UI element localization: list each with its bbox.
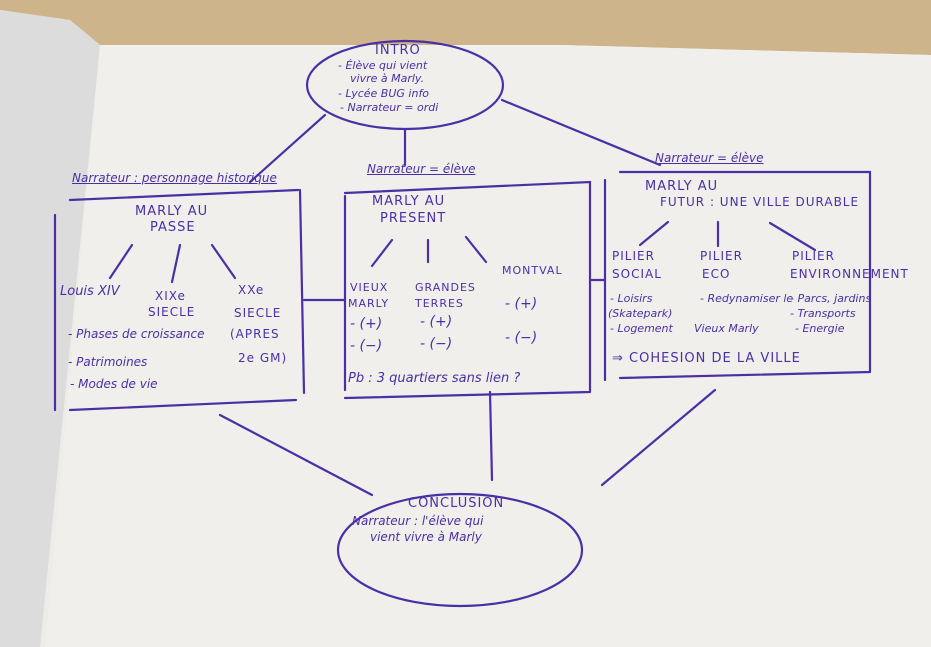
future-pillar-name: ENVIRONNEMENT [790,267,909,281]
present-branch-name: MONTVAL [502,264,563,277]
future-title: FUTUR : UNE VILLE DURABLE [660,195,860,209]
past-note: - Patrimoines [68,355,148,369]
paper-sheet [45,45,931,647]
present-branch-minus: - (−) [420,336,453,352]
past-branch-19th: SIECLE [148,305,196,319]
intro-line: - Lycée BUG info [338,87,430,100]
future-pillar-item: - Redynamiser le [700,292,794,305]
connector-past-conclusion [218,413,374,497]
present-narrator: Narrateur = élève [367,162,476,176]
past-branch-20th: XXe [238,283,265,297]
present-problem: Pb : 3 quartiers sans lien ? [348,371,521,386]
intro-line: - Narrateur = ordi [340,101,439,114]
connector-intro-past [248,113,327,184]
future-pillar-name: PILIER [612,249,655,263]
present-title: MARLY AU [372,194,446,209]
present-branch-plus: - (+) [505,296,538,312]
conclusion-line: vient vivre à Marly [370,530,482,544]
conclusion-title: CONCLUSION [408,496,505,511]
connector-intro-future [500,98,662,167]
past-note: - Modes de vie [70,377,158,391]
past-branch-louis-xiv: Louis XIV [60,284,120,299]
present-branch-minus: - (−) [505,330,538,346]
past-narrator: Narrateur : personnage historique [72,171,277,185]
future-pillar-name: PILIER [700,249,743,263]
conclusion-line: Narrateur : l'élève qui [352,514,484,528]
present-branch-plus: - (+) [350,316,383,332]
future-pillar-item: (Skatepark) [608,307,673,320]
present-branch-minus: - (−) [350,338,383,354]
connector-present-conclusion [488,390,494,482]
past-title: PASSE [150,220,196,235]
future-pillar-item: - Energie [795,322,845,335]
past-branch-19th: XIXe [155,289,186,303]
future-pillar-name: SOCIAL [612,267,662,281]
future-pillar-item: - Logement [610,322,673,335]
future-pillar-item: - Parcs, jardins [790,292,872,305]
intro-line: vivre à Marly. [350,72,425,85]
past-note-right: (APRES [230,327,280,341]
table-surface [0,0,931,55]
past-title: MARLY AU [135,204,209,219]
present-branch-name: TERRES [415,297,464,310]
present-branch-name: VIEUX [350,281,389,294]
present-box [343,180,592,400]
paper-sheet-back [0,10,100,647]
future-pillar-name: ECO [702,267,731,281]
present-branch-plus: - (+) [420,314,453,330]
future-pillar-item: - Loisirs [610,292,653,305]
future-pillar-name: PILIER [792,249,835,263]
intro-title: INTRO [375,43,421,58]
connector-future-conclusion [600,388,717,487]
past-note: - Phases de croissance [68,327,205,341]
past-box [53,188,306,412]
present-branch-name: GRANDES [415,281,476,294]
future-conclusion: ⇒ COHESION DE LA VILLE [612,351,801,366]
intro-line: - Élève qui vient [338,59,428,72]
past-note-right: 2e GM) [238,351,288,365]
conclusion-ellipse [336,492,584,608]
future-narrator: Narrateur = élève [655,151,764,165]
present-branch-name: MARLY [348,297,390,310]
past-branch-20th: SIECLE [234,306,282,320]
present-title: PRESENT [380,211,447,226]
future-title: MARLY AU [645,179,719,194]
future-pillar-item: - Transports [790,307,856,320]
future-pillar-item: Vieux Marly [694,322,759,335]
